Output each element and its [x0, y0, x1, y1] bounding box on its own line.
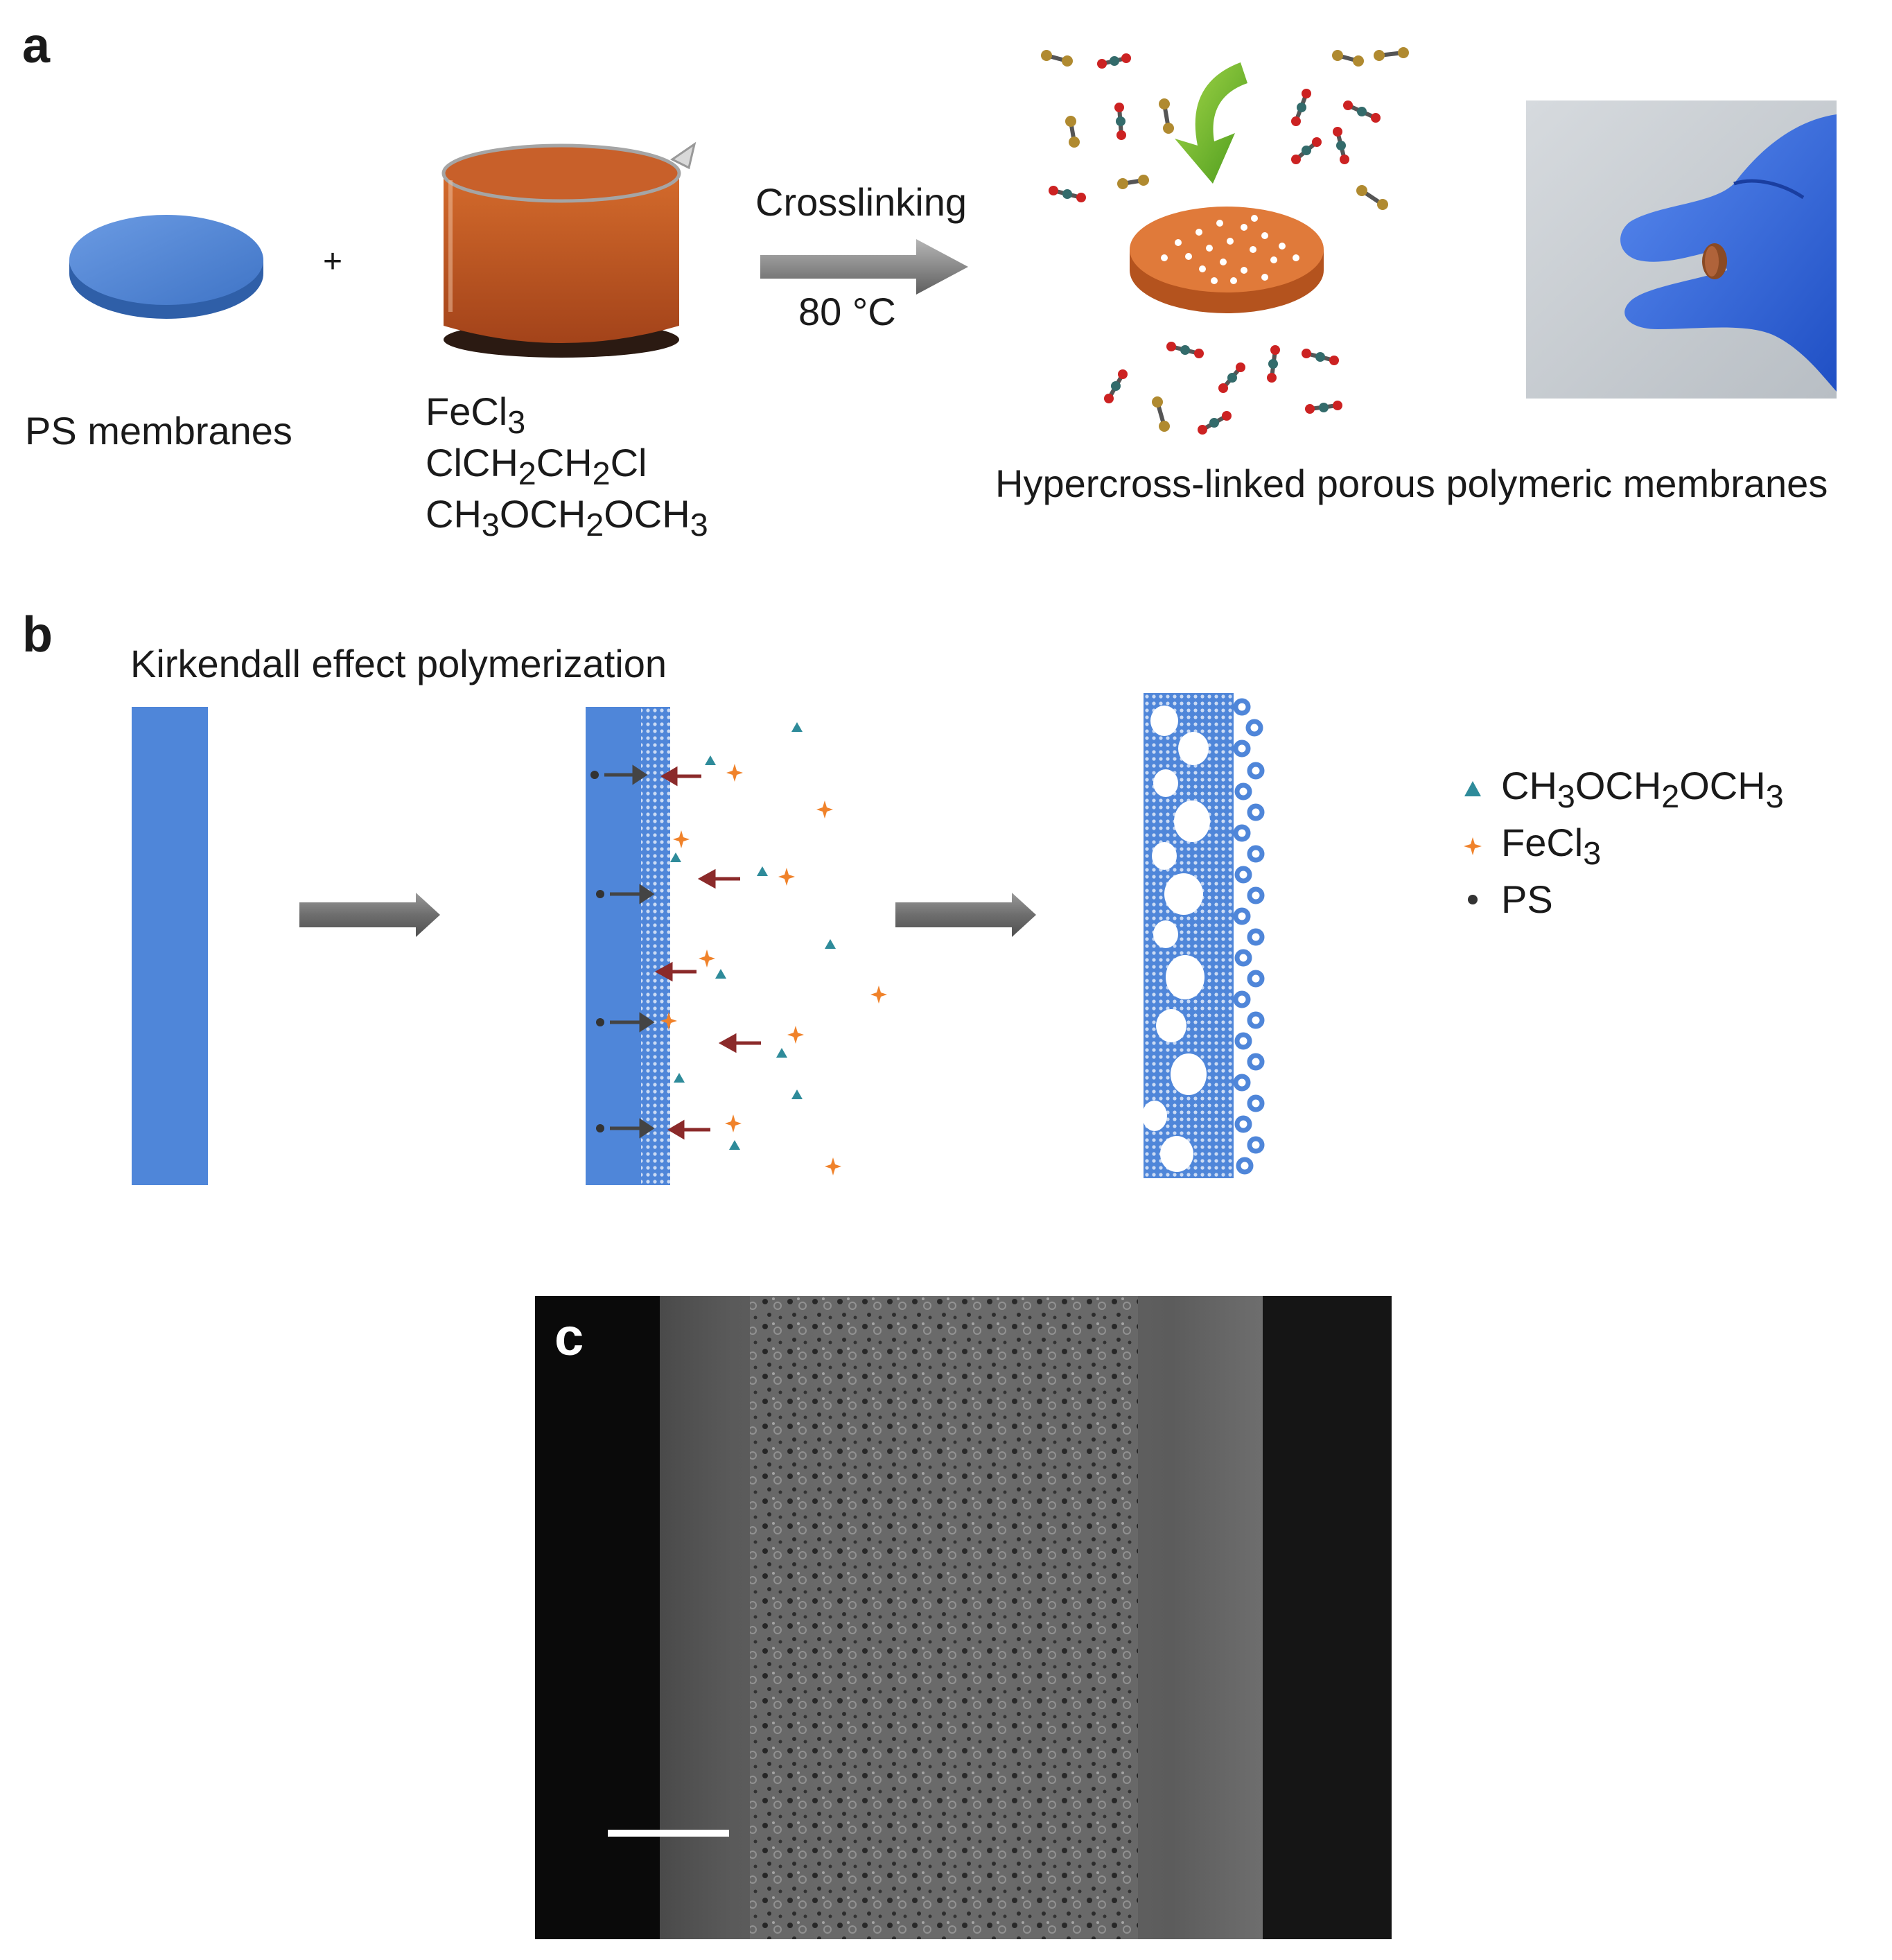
panel-b-letter: b [22, 607, 53, 663]
beaker-icon [441, 141, 697, 358]
panel-b-title: Kirkendall effect polymerization [130, 642, 667, 685]
product-label: Hypercross-linked porous polymeric membr… [995, 462, 1828, 505]
plus-sign: + [323, 243, 343, 280]
membrane-photo [1526, 100, 1837, 399]
panel-a-letter: a [22, 18, 51, 73]
porous-membrane-illustration [1041, 47, 1409, 435]
dot-icon [1468, 894, 1478, 904]
crosslinking-arrow [760, 239, 968, 295]
sem-image: c [535, 1296, 1392, 1939]
triangle-icon [1464, 780, 1481, 796]
orange-star-icon [1464, 837, 1482, 855]
legend-item-fecl3: FeCl3 [1462, 819, 1601, 873]
legend-item-dimethoxymethane: CH3OCH2OCH3 [1462, 762, 1784, 816]
temperature-label: 80 °C [798, 290, 896, 333]
kirkendall-scheme [132, 693, 1265, 1185]
reagent-dimethoxymethane: CH3OCH2OCH3 [426, 492, 708, 543]
legend: CH3OCH2OCH3 FeCl3 PS [1462, 762, 1850, 936]
panel-c-letter: c [554, 1308, 584, 1367]
reagent-dichloroethane: ClCH2CH2Cl [426, 441, 647, 492]
crosslinking-label: Crosslinking [755, 180, 967, 224]
sem-cross-section [535, 1296, 1392, 1939]
legend-item-ps: PS [1462, 876, 1553, 922]
ps-membranes-label: PS membranes [25, 409, 292, 453]
ps-membrane-disc [69, 215, 263, 319]
scale-bar [608, 1830, 729, 1837]
reagent-fecl3: FeCl3 [426, 390, 526, 441]
